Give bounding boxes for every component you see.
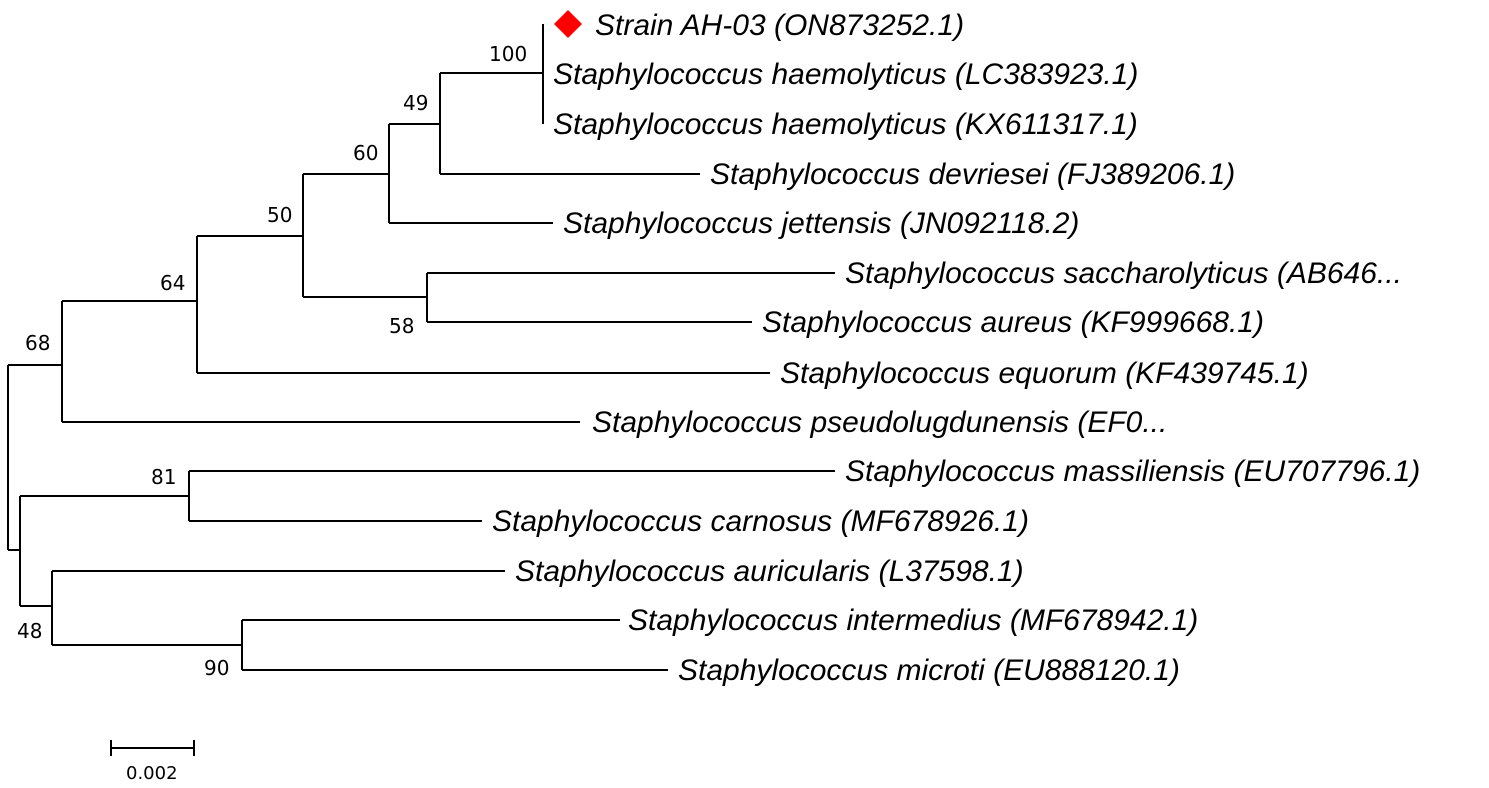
bootstrap-value-64: 64 [160,271,185,295]
taxon-label-massiliensis: Staphylococcus massiliensis (EU707796.1) [845,455,1420,488]
taxon-label-strain-ah-03: Strain AH-03 (ON873252.1) [595,9,964,42]
scale-bar: 0.002 [110,740,195,784]
taxon-label-equorum: Staphylococcus equorum (KF439745.1) [780,357,1309,390]
bootstrap-value-49: 49 [403,91,428,115]
bootstrap-value-60: 60 [353,141,378,165]
taxon-label-aureus: Staphylococcus aureus (KF999668.1) [762,306,1264,339]
bootstrap-value-81: 81 [151,465,176,489]
scale-bar-label: 0.002 [126,763,178,784]
taxon-label-carnosus: Staphylococcus carnosus (MF678926.1) [492,505,1029,538]
taxon-label-devriesei: Staphylococcus devriesei (FJ389206.1) [710,158,1235,191]
taxon-label-auricularis: Staphylococcus auricularis (L37598.1) [515,555,1024,588]
taxon-label-pseudolugdunensis: Staphylococcus pseudolugdunensis (EF0... [592,406,1167,439]
bootstrap-value-68: 68 [25,331,50,355]
bootstrap-value-58: 58 [389,314,414,338]
taxon-label-haemolyticus-lc383923: Staphylococcus haemolyticus (LC383923.1) [553,58,1138,91]
red-diamond-icon [554,10,582,38]
taxon-label-haemolyticus-kx611317: Staphylococcus haemolyticus (KX611317.1) [553,108,1138,141]
taxon-label-jettensis: Staphylococcus jettensis (JN092118.2) [563,207,1079,240]
bootstrap-value-100: 100 [489,42,527,66]
bootstrap-value-90: 90 [204,656,229,680]
taxon-label-saccharolyticus: Staphylococcus saccharolyticus (AB646... [845,257,1402,290]
bootstrap-value-48: 48 [17,619,42,643]
taxon-label-intermedius: Staphylococcus intermedius (MF678942.1) [628,604,1198,637]
taxon-label-microti: Staphylococcus microti (EU888120.1) [678,654,1180,687]
bootstrap-value-50: 50 [267,203,292,227]
